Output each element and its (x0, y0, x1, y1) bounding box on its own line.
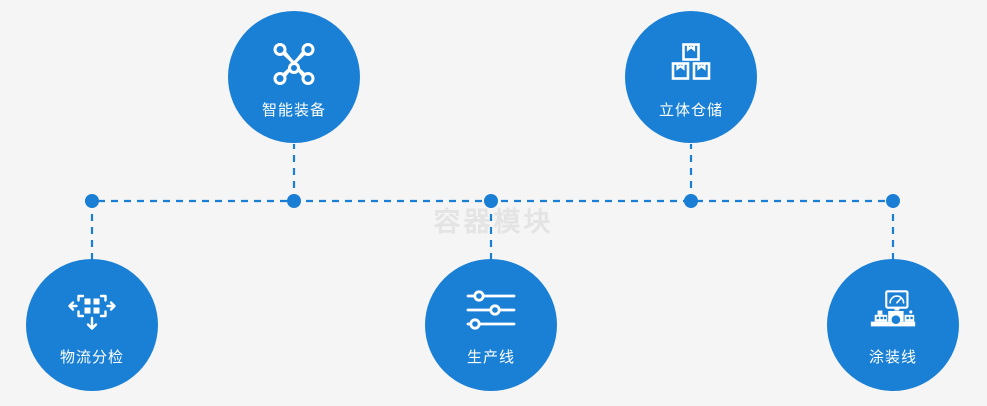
sorting-arrows-grid-icon (66, 286, 118, 336)
node-circle-smart-equipment[interactable]: 智能装备 (228, 11, 360, 143)
paint-machine-icon (867, 286, 919, 336)
node-label-stereoscopic-warehouse: 立体仓储 (658, 100, 723, 119)
node-circle-production-line[interactable]: 生产线 (425, 259, 557, 391)
node-circle-painting-line[interactable]: 涂装线 (827, 259, 959, 391)
bus-node-painting-line[interactable] (886, 194, 900, 208)
node-label-painting-line: 涂装线 (868, 347, 917, 366)
stacked-boxes-icon (665, 39, 717, 89)
bus-node-production-line[interactable] (484, 194, 498, 208)
bus-node-stereoscopic-warehouse[interactable] (684, 194, 698, 208)
sliders-icon (465, 286, 517, 336)
node-circle-logistics-sorting[interactable]: 物流分检 (26, 259, 158, 391)
network-nodes-icon (268, 39, 320, 89)
node-label-smart-equipment: 智能装备 (261, 100, 326, 119)
bus-node-smart-equipment[interactable] (287, 194, 301, 208)
node-label-logistics-sorting: 物流分检 (59, 347, 124, 366)
bus-node-logistics-sorting[interactable] (85, 194, 99, 208)
node-circle-stereoscopic-warehouse[interactable]: 立体仓储 (625, 11, 757, 143)
node-label-production-line: 生产线 (466, 347, 515, 366)
